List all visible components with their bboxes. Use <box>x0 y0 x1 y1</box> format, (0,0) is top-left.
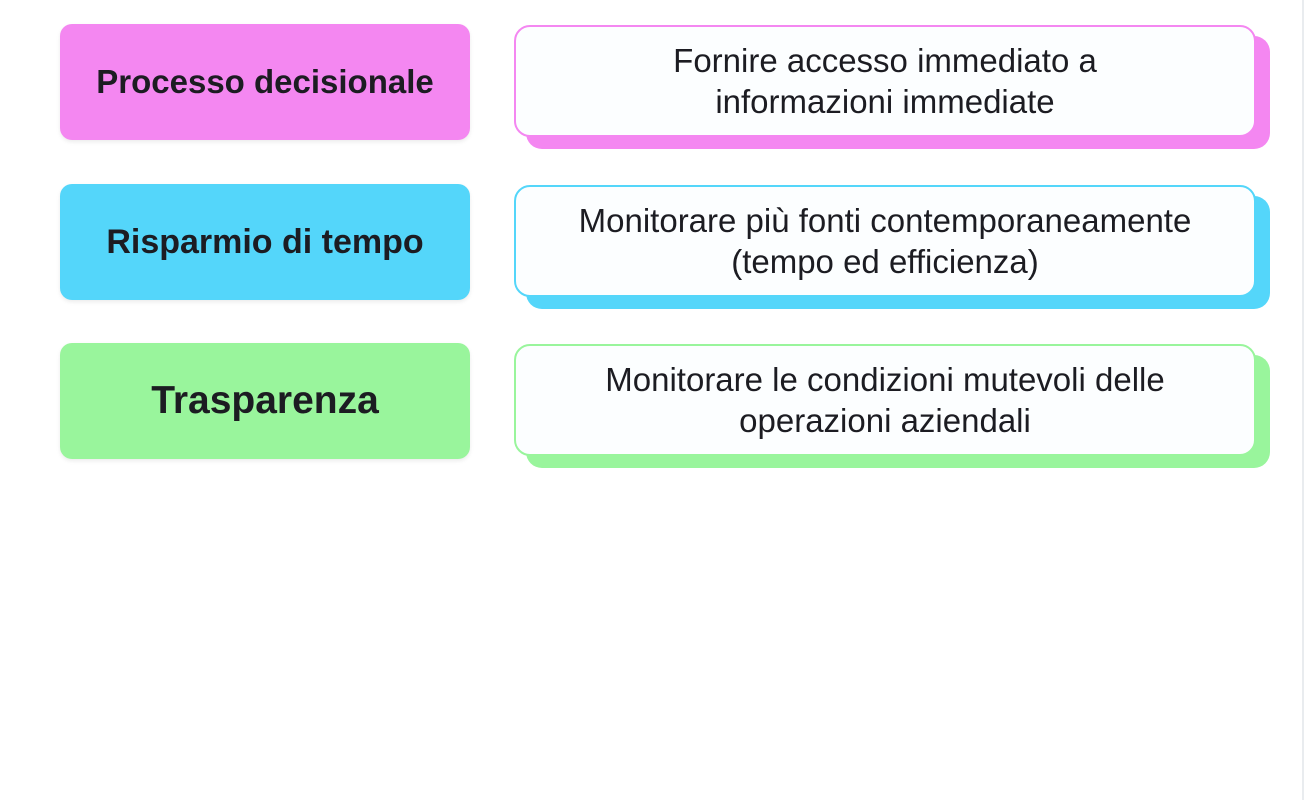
benefit-description-line-2: informazioni immediate <box>715 83 1055 120</box>
benefit-description: Monitorare più fonti contemporaneamente … <box>579 200 1192 282</box>
right-edge-divider <box>1302 0 1304 800</box>
benefit-description-line-1: Monitorare più fonti contemporaneamente <box>578 202 1192 239</box>
benefit-label: Risparmio di tempo <box>106 222 424 261</box>
benefit-description-card: Monitorare le condizioni mutevoli delle … <box>514 344 1256 456</box>
benefit-label: Trasparenza <box>151 379 379 422</box>
benefit-description-line-1: Fornire accesso immediato a <box>673 42 1097 79</box>
benefit-description: Monitorare le condizioni mutevoli delle … <box>605 359 1164 441</box>
benefit-label: Processo decisionale <box>96 63 434 100</box>
benefit-label-box: Trasparenza <box>60 343 470 459</box>
benefit-label-box: Risparmio di tempo <box>60 184 470 300</box>
benefit-row-time-saving: Risparmio di tempo Monitorare più fonti … <box>60 184 1270 312</box>
benefit-description-card: Fornire accesso immediato a informazioni… <box>514 25 1256 137</box>
benefit-description-line-2: (tempo ed efficienza) <box>731 243 1039 280</box>
benefit-row-transparency: Trasparenza Monitorare le condizioni mut… <box>60 343 1270 471</box>
benefit-description: Fornire accesso immediato a informazioni… <box>673 40 1097 122</box>
benefit-description-line-1: Monitorare le condizioni mutevoli delle <box>605 361 1165 398</box>
benefit-description-card: Monitorare più fonti contemporaneamente … <box>514 185 1256 297</box>
benefit-row-decision-making: Processo decisionale Fornire accesso imm… <box>60 24 1270 152</box>
benefit-description-line-2: operazioni aziendali <box>739 402 1031 439</box>
benefit-label-box: Processo decisionale <box>60 24 470 140</box>
